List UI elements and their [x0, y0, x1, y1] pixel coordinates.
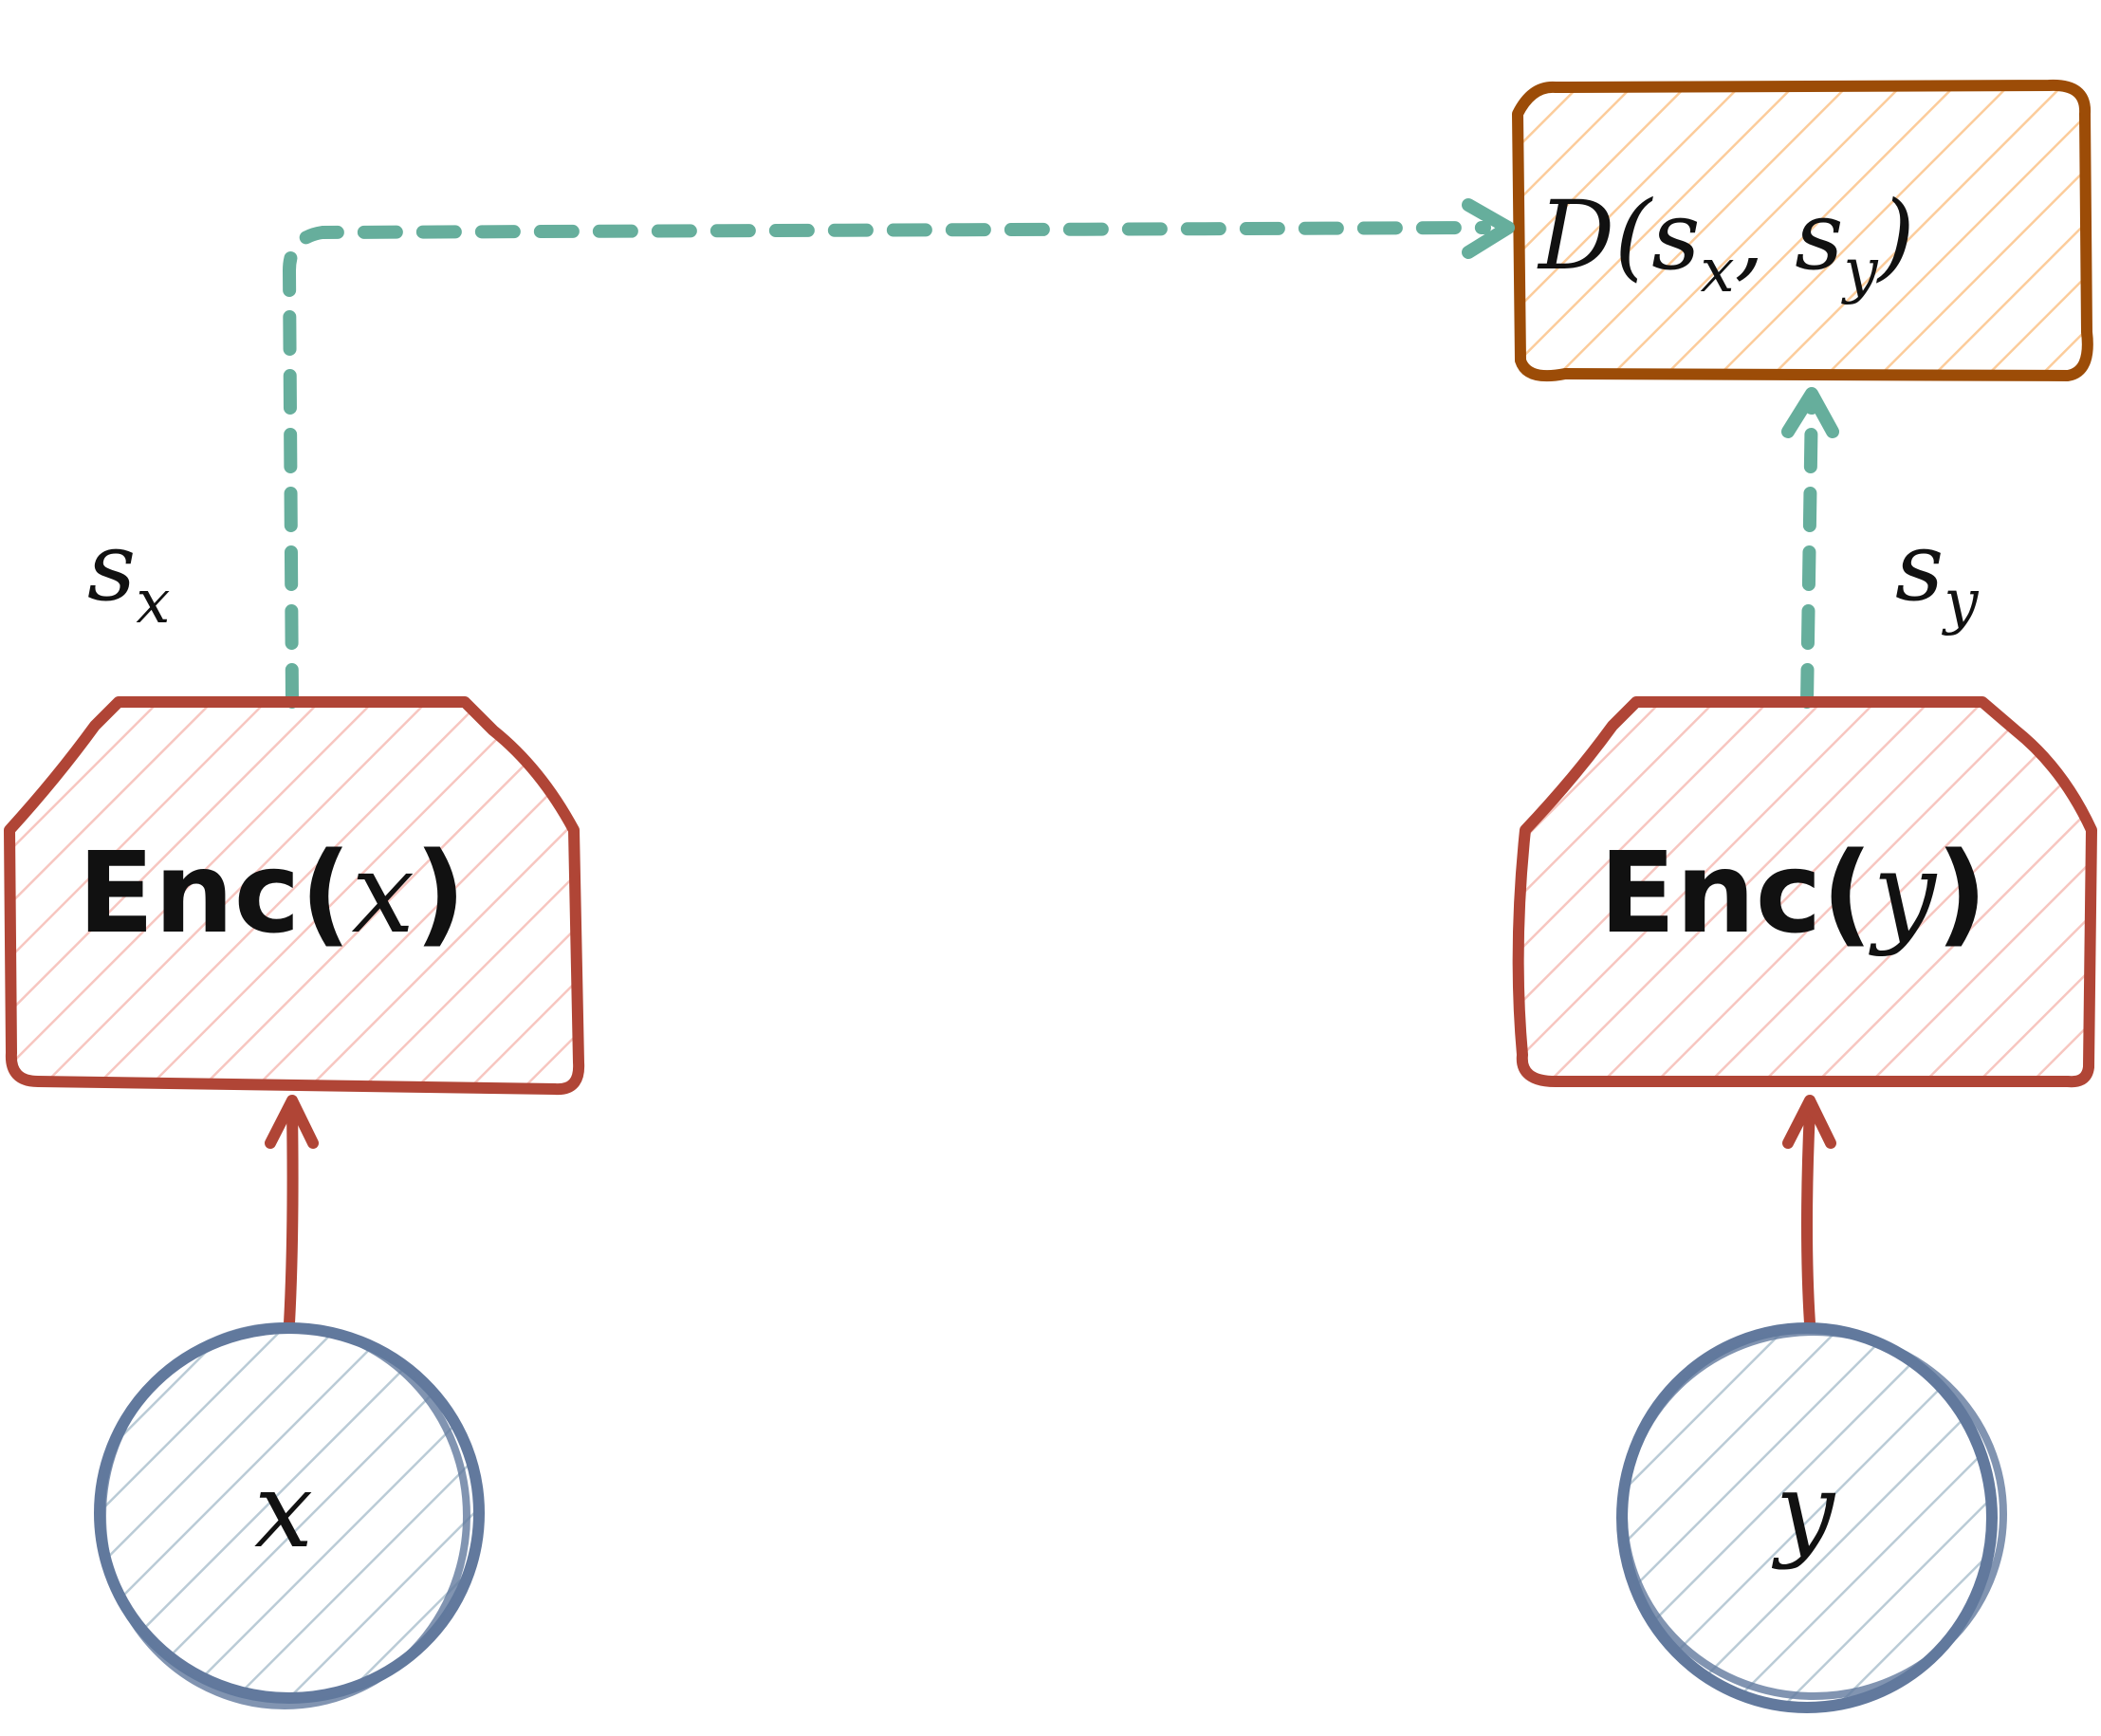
solid-arrowhead	[265, 1095, 319, 1149]
decision-label: D(sx, sy)	[1537, 180, 1915, 306]
dashed-arrowhead	[1462, 198, 1515, 259]
input-x-circle-sketch	[99, 1322, 470, 1709]
encoder-x-node: Enc(x)	[4, 696, 585, 1096]
encoder-y-label: Enc(y)	[1599, 827, 1987, 958]
edge-label-s-x: sx	[87, 511, 170, 637]
input-y-node: y	[1616, 1322, 2007, 1713]
encoder-y-shape	[1512, 696, 2097, 1088]
solid-arrowhead	[1782, 1095, 1836, 1149]
encoder-x-shape	[4, 696, 585, 1096]
dashed-arrow-line	[282, 221, 1491, 709]
encoder-x-label: Enc(x)	[78, 827, 466, 958]
input-x-node: x	[94, 1322, 485, 1709]
decision-box	[1512, 79, 2093, 382]
input-y-label: y	[1771, 1450, 1836, 1571]
edge-enc-y-to-decision	[1781, 387, 1839, 709]
dashed-arrowhead	[1781, 387, 1839, 438]
encoder-y-node: Enc(y)	[1512, 696, 2097, 1088]
solid-arrow-line	[1801, 1104, 1815, 1329]
edge-label-s-y: sy	[1895, 511, 1979, 637]
decision-node: D(sx, sy)	[1512, 79, 2093, 382]
edge-input-x-to-encoder	[265, 1095, 319, 1329]
edge-input-y-to-encoder	[1782, 1095, 1836, 1329]
input-x-label: x	[254, 1450, 313, 1571]
solid-arrow-line	[284, 1104, 299, 1329]
input-y-circle-sketch	[1620, 1328, 2007, 1700]
edge-enc-x-to-decision	[282, 198, 1515, 709]
dashed-arrow-line	[1800, 392, 1818, 709]
